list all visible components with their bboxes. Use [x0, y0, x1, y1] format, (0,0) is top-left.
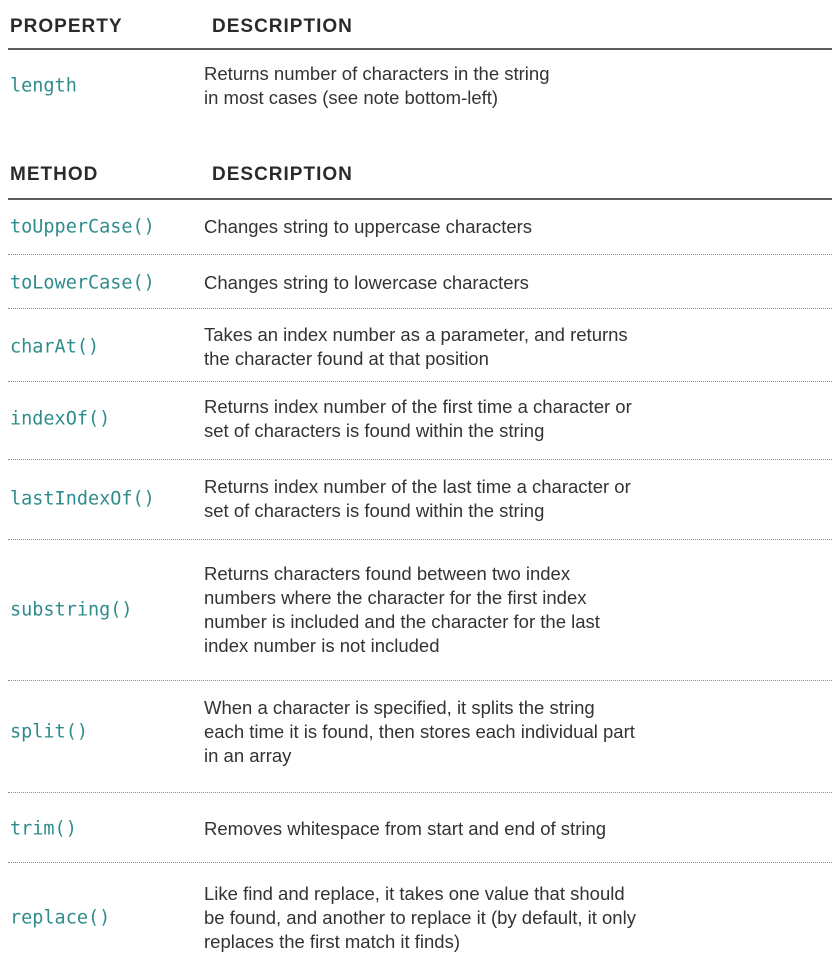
description-line: replaces the first match it finds) [204, 931, 461, 952]
property-name: length [10, 75, 77, 97]
description-line: numbers where the character for the firs… [204, 587, 587, 608]
description-line: in an array [204, 745, 292, 766]
method-name: replace() [10, 907, 111, 929]
method-description: Returns characters found between two ind… [204, 562, 764, 658]
method-name: toUpperCase() [10, 216, 155, 238]
method-header-rule [8, 198, 832, 200]
method-description: Like find and replace, it takes one valu… [204, 882, 764, 954]
row-divider [8, 862, 832, 863]
method-description: Changes string to uppercase characters [204, 215, 764, 239]
description-line: Changes string to uppercase characters [204, 216, 533, 237]
method-name: charAt() [10, 336, 100, 358]
property-description-heading: DESCRIPTION [212, 16, 353, 37]
method-column-heading: METHOD [10, 164, 99, 185]
property-header-rule [8, 48, 832, 50]
method-description: When a character is specified, it splits… [204, 696, 764, 768]
method-description: Changes string to lowercase characters [204, 271, 764, 295]
method-description: Takes an index number as a parameter, an… [204, 323, 764, 371]
row-divider [8, 792, 832, 793]
method-name: lastIndexOf() [10, 488, 155, 510]
property-column-heading: PROPERTY [10, 16, 123, 37]
row-divider [8, 680, 832, 681]
description-line: set of characters is found within the st… [204, 500, 545, 521]
description-line: Changes string to lowercase characters [204, 272, 529, 293]
method-name: substring() [10, 599, 133, 621]
description-line: in most cases (see note bottom-left) [204, 87, 499, 108]
method-description: Removes whitespace from start and end of… [204, 817, 764, 841]
description-line: index number is not included [204, 635, 440, 656]
description-line: When a character is specified, it splits… [204, 697, 595, 718]
description-line: Returns index number of the first time a… [204, 396, 632, 417]
description-line: the character found at that position [204, 348, 489, 369]
row-divider [8, 539, 832, 540]
description-line: Returns number of characters in the stri… [204, 63, 550, 84]
description-line: Removes whitespace from start and end of… [204, 818, 607, 839]
method-description: Returns index number of the last time a … [204, 475, 764, 523]
description-line: number is included and the character for… [204, 611, 600, 632]
row-divider [8, 308, 832, 309]
row-divider [8, 459, 832, 460]
method-name: indexOf() [10, 408, 111, 430]
method-name: toLowerCase() [10, 272, 155, 294]
description-line: Returns index number of the last time a … [204, 476, 631, 497]
method-name: trim() [10, 818, 77, 840]
method-name: split() [10, 721, 88, 743]
description-line: each time it is found, then stores each … [204, 721, 635, 742]
method-description-heading: DESCRIPTION [212, 164, 353, 185]
description-line: Like find and replace, it takes one valu… [204, 883, 625, 904]
row-divider [8, 381, 832, 382]
property-description: Returns number of characters in the stri… [204, 62, 764, 110]
description-line: set of characters is found within the st… [204, 420, 545, 441]
description-line: Returns characters found between two ind… [204, 563, 571, 584]
description-line: Takes an index number as a parameter, an… [204, 324, 628, 345]
row-divider [8, 254, 832, 255]
method-description: Returns index number of the first time a… [204, 395, 764, 443]
description-line: be found, and another to replace it (by … [204, 907, 636, 928]
